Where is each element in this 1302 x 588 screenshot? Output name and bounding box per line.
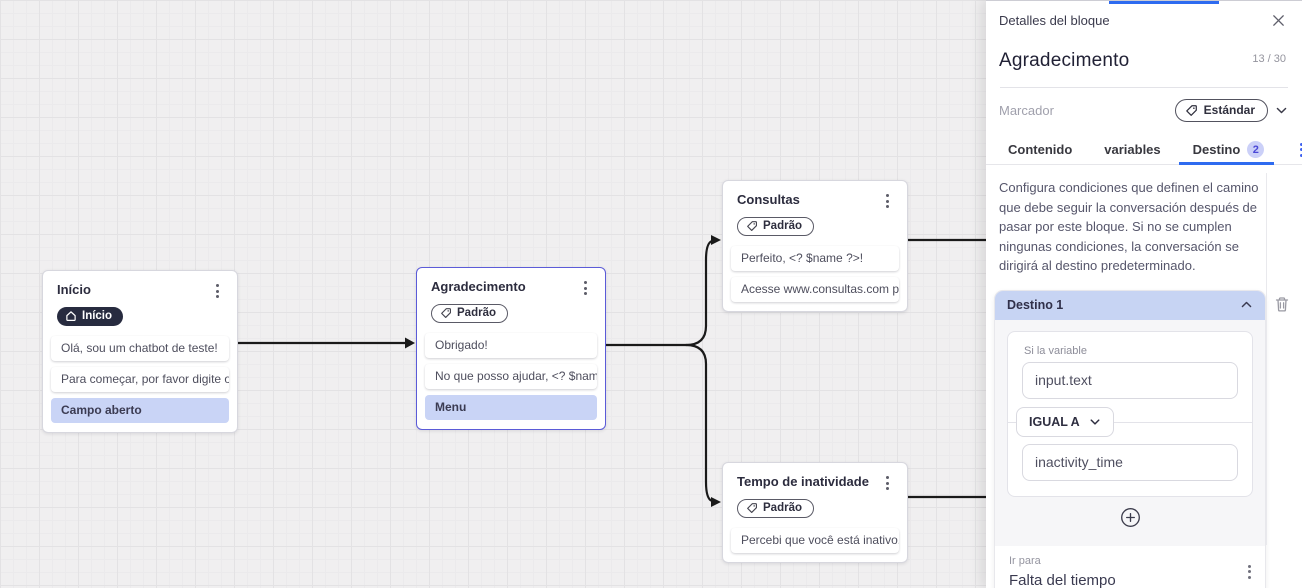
- goto-menu-icon[interactable]: [1244, 555, 1255, 588]
- node-title: Tempo de inatividade: [737, 474, 869, 489]
- message-item[interactable]: Obrigado!: [425, 333, 597, 358]
- marker-value: Estándar: [1203, 103, 1255, 117]
- badge-label: Início: [82, 310, 113, 322]
- tab-variables[interactable]: variables: [1104, 142, 1161, 157]
- padrao-badge: Padrão: [431, 304, 508, 323]
- value-input[interactable]: [1022, 443, 1238, 481]
- active-tab-indicator: [1109, 1, 1219, 4]
- padrao-badge: Padrão: [737, 499, 814, 518]
- connection-lines: [236, 235, 986, 507]
- message-item[interactable]: No que posso ajudar, <? $name ...: [425, 364, 597, 389]
- destination-count-badge: 2: [1247, 141, 1265, 158]
- tag-icon: [747, 503, 757, 513]
- add-condition-icon[interactable]: [1120, 507, 1141, 528]
- operator-select[interactable]: IGUAL A: [1016, 406, 1114, 437]
- message-item[interactable]: Percebi que você está inativo. C...: [731, 528, 899, 553]
- node-menu-icon[interactable]: [580, 279, 591, 297]
- badge-label: Padrão: [457, 307, 496, 319]
- close-icon[interactable]: [1269, 11, 1288, 30]
- operator-value: IGUAL A: [1029, 414, 1080, 429]
- panel-title: Detalles del bloque: [999, 13, 1110, 28]
- node-menu-icon[interactable]: [882, 192, 893, 210]
- destination-card: Destino 1 Si la variable IGUAL A: [995, 290, 1265, 588]
- menu-item[interactable]: Menu: [425, 395, 597, 420]
- node-tempo-inatividade[interactable]: Tempo de inatividade Padrão Percebi que …: [722, 462, 908, 563]
- condition-label: Si la variable: [1024, 344, 1087, 357]
- node-consultas[interactable]: Consultas Padrão Perfeito, <? $name ?>! …: [722, 180, 908, 312]
- arrowhead: [711, 235, 721, 245]
- tag-icon: [441, 308, 451, 318]
- badge-label: Padrão: [763, 502, 802, 514]
- tag-icon: [747, 221, 757, 231]
- char-counter: 13 / 30: [1252, 53, 1286, 65]
- scroll-track: [1266, 173, 1267, 545]
- block-details-panel: Detalles del bloque Agradecimento 13 / 3…: [986, 0, 1302, 588]
- destination-description: Configura condiciones que definen el cam…: [999, 180, 1259, 273]
- tab-destino[interactable]: Destino 2: [1178, 135, 1274, 165]
- node-header: Consultas: [731, 191, 899, 210]
- chevron-down-icon: [1090, 418, 1100, 425]
- node-header: Início: [51, 281, 229, 300]
- delete-destination-icon[interactable]: [1274, 296, 1290, 313]
- panel-tabs: Contenido variables Destino 2: [986, 131, 1302, 165]
- message-item[interactable]: Perfeito, <? $name ?>!: [731, 246, 899, 271]
- destination-card-header[interactable]: Destino 1: [995, 290, 1265, 320]
- message-item[interactable]: Para começar, por favor digite o ...: [51, 367, 229, 392]
- message-item[interactable]: Acesse www.consultas.com par...: [731, 277, 899, 302]
- node-title: Agradecimento: [431, 279, 526, 294]
- connector-agradecimento-tempo: [684, 343, 714, 503]
- chevron-down-icon[interactable]: [1275, 104, 1288, 117]
- goto-section: Ir para Falta del tiempo: [995, 545, 1265, 588]
- arrowhead: [711, 497, 721, 507]
- variable-input[interactable]: [1022, 361, 1238, 399]
- tab-label: Destino: [1192, 142, 1241, 157]
- goto-value: Falta del tiempo: [1009, 571, 1116, 588]
- destination-row: Destino 1 Si la variable IGUAL A: [986, 286, 1302, 588]
- node-header: Tempo de inatividade: [731, 473, 899, 492]
- tag-icon: [1185, 104, 1197, 116]
- destination-body: Si la variable IGUAL A: [995, 320, 1265, 546]
- node-title: Consultas: [737, 192, 800, 207]
- divider: [1000, 87, 1288, 88]
- destination-title: Destino 1: [1007, 297, 1064, 312]
- node-inicio[interactable]: Início Início Olá, sou um chatbot de tes…: [42, 270, 238, 433]
- panel-header: Detalles del bloque: [986, 1, 1302, 36]
- inicio-badge: Início: [57, 307, 124, 326]
- chevron-up-icon[interactable]: [1240, 298, 1253, 311]
- block-title-row: Agradecimento 13 / 30: [986, 36, 1302, 87]
- badge-label: Padrão: [763, 220, 802, 232]
- marker-label: Marcador: [999, 103, 1054, 118]
- node-header: Agradecimento: [425, 278, 597, 297]
- node-menu-icon[interactable]: [882, 474, 893, 492]
- operator-row: IGUAL A: [1008, 404, 1252, 440]
- node-agradecimento[interactable]: Agradecimento Padrão Obrigado! No que po…: [416, 267, 606, 430]
- marker-select[interactable]: Estándar: [1174, 99, 1268, 122]
- arrowhead: [405, 337, 415, 349]
- condition-card: Si la variable IGUAL A: [1007, 330, 1253, 497]
- tabs-menu-icon[interactable]: [1296, 141, 1302, 159]
- message-item[interactable]: Olá, sou um chatbot de teste!: [51, 336, 229, 361]
- node-menu-icon[interactable]: [212, 282, 223, 300]
- marker-row: Marcador Estándar: [986, 88, 1302, 131]
- panel-body: Configura condiciones que definen el cam…: [986, 165, 1302, 588]
- padrao-badge: Padrão: [737, 217, 814, 236]
- home-icon: [66, 311, 76, 321]
- connector-agradecimento-consultas: [604, 239, 714, 347]
- tab-contenido[interactable]: Contenido: [1008, 142, 1073, 157]
- add-condition-row: [1007, 497, 1253, 546]
- goto-label: Ir para: [1009, 554, 1041, 567]
- open-field-item[interactable]: Campo aberto: [51, 398, 229, 423]
- block-name: Agradecimento: [999, 50, 1130, 71]
- node-title: Início: [57, 282, 91, 297]
